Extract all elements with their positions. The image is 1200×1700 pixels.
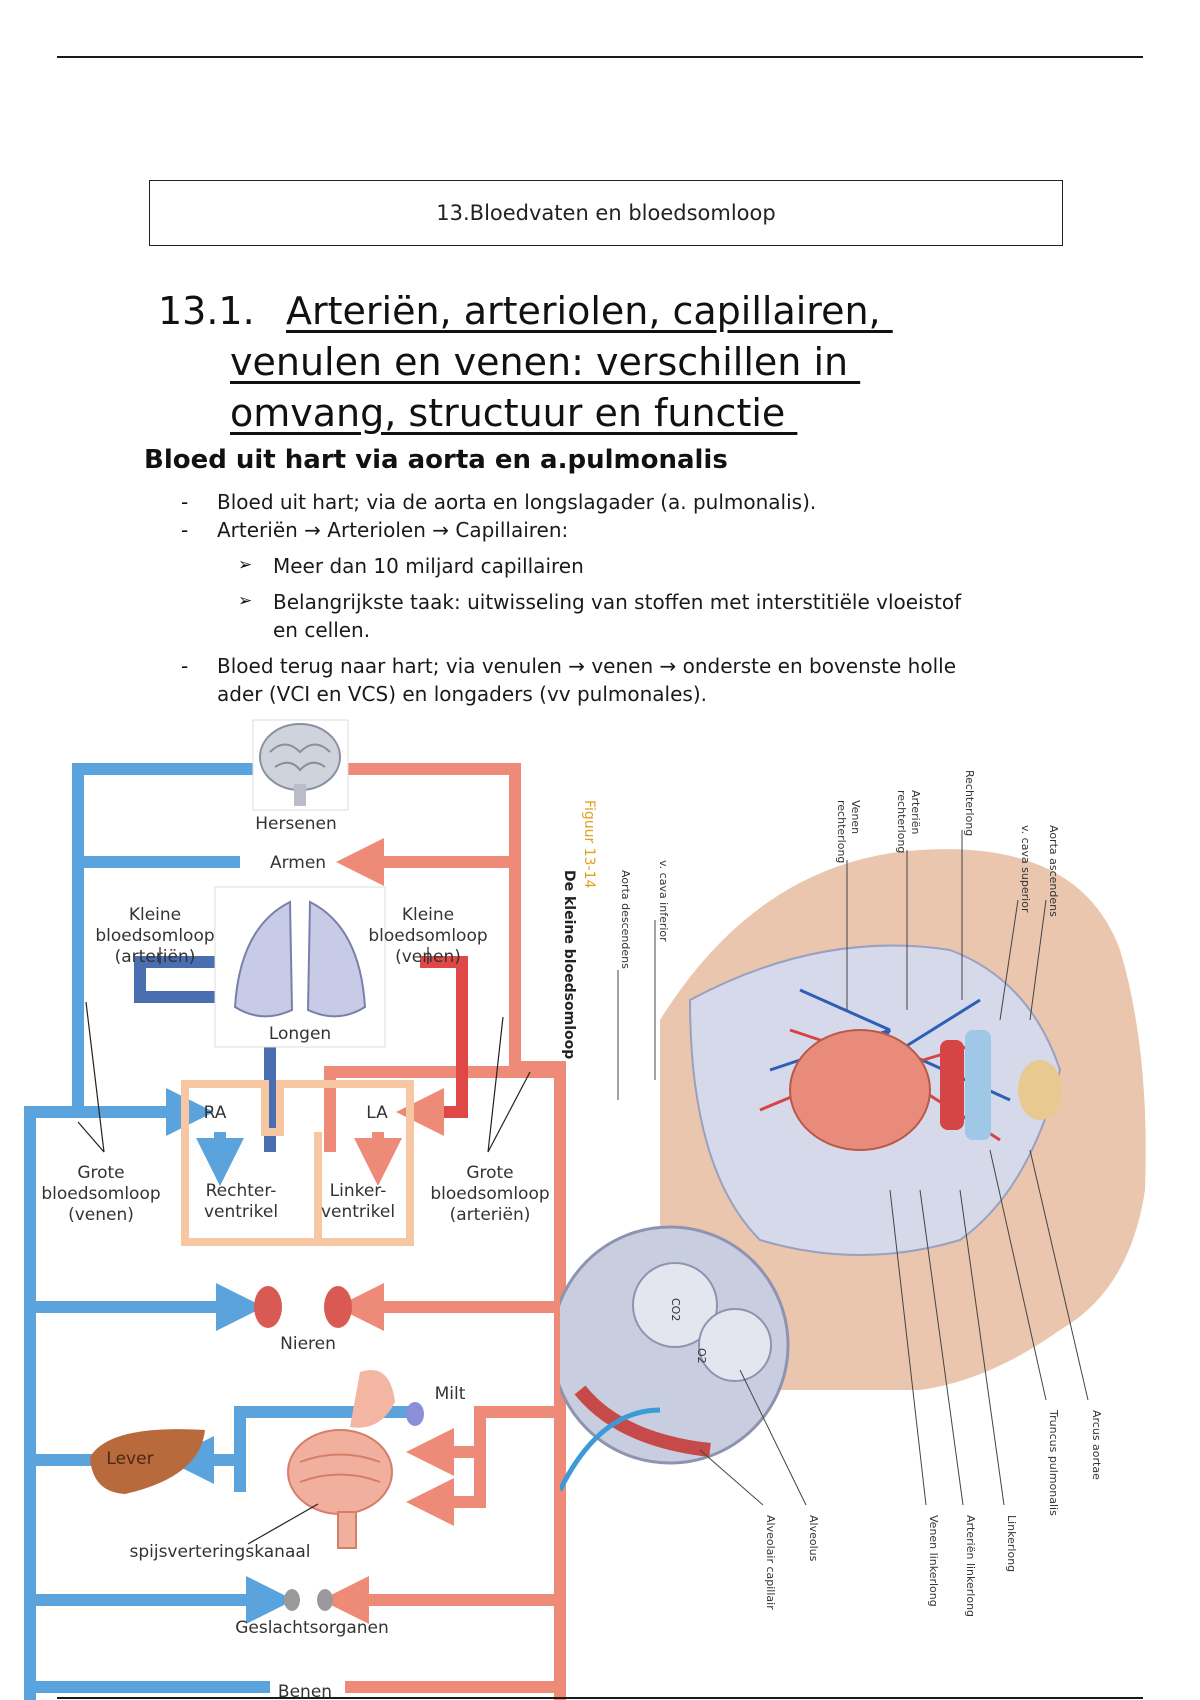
pulmonary-circulation-figure: Figuur 13-14 De kleine bloedsomloop v. c… (560, 770, 1146, 1617)
label-aorta-ascendens: Aorta ascendens (1047, 825, 1060, 917)
bullet-text-3b: ader (VCI en VCS) en longaders (vv pulmo… (217, 682, 707, 706)
kidneys-icon (30, 1283, 560, 1331)
label-la: LA (366, 1103, 388, 1123)
section-title-line-3: omvang, structuur en functie (230, 391, 798, 435)
lungs-icon (214, 886, 386, 1048)
arrow-bullet-icon: ➢ (238, 555, 253, 575)
label-venen-linkerlong: Venen linkerlong (927, 1515, 940, 1607)
label-arcus-aortae: Arcus aortae (1090, 1410, 1103, 1480)
label-venen-rechterlong-1: Venen (849, 800, 862, 834)
circulation-diagram: Hersenen Armen Kleine bloedsomloop (arte… (24, 719, 566, 1700)
section-title-line-1: Arteriën, arteriolen, capillairen, (286, 289, 893, 333)
sub-bullet-text-1: Meer dan 10 miljard capillairen (273, 554, 584, 578)
header-rule (57, 56, 1143, 58)
label-rechter-1: Rechter- (206, 1181, 277, 1201)
label-benen: Benen (278, 1682, 332, 1700)
label-kleine-right-2: bloedsomloop (368, 926, 487, 946)
label-nieren: Nieren (280, 1334, 336, 1354)
label-hersenen: Hersenen (255, 814, 337, 834)
label-rechter-2: ventrikel (204, 1202, 278, 1222)
bullet-text-3a: Bloed terug naar hart; via venulen → ven… (217, 654, 957, 678)
label-linker-2: ventrikel (321, 1202, 395, 1222)
label-linker-1: Linker- (330, 1181, 387, 1201)
label-kleine-left-1: Kleine (129, 905, 181, 925)
chapter-title: 13.Bloedvaten en bloedsomloop (436, 201, 776, 225)
label-v-cava-superior: v. cava superior (1019, 825, 1032, 913)
label-arterien-rechterlong-1: Arteriën (909, 790, 922, 834)
label-kleine-right-1: Kleine (402, 905, 454, 925)
label-milt: Milt (435, 1384, 466, 1404)
label-o2: O2 (695, 1348, 708, 1364)
bullet-text-2: Arteriën → Arteriolen → Capillairen: (217, 518, 569, 542)
label-alveolus: Alveolus (807, 1515, 820, 1562)
label-kleine-left-2: bloedsomloop (95, 926, 214, 946)
section-title-line-2: venulen en venen: verschillen in (230, 340, 861, 384)
label-rechterlong: Rechterlong (963, 770, 976, 836)
label-grote-left-1: Grote (77, 1163, 124, 1183)
chapter-title-box: 13.Bloedvaten en bloedsomloop (149, 180, 1063, 246)
label-grote-right-3: (arteriën) (450, 1205, 531, 1225)
label-alveolair-capillair: Alveolair capillair (764, 1515, 777, 1610)
brain-icon (252, 719, 349, 811)
label-truncus-pulmonalis: Truncus pulmonalis (1047, 1409, 1060, 1516)
sub-bullet-text-2b: en cellen. (273, 618, 371, 642)
label-aorta-descendens: Aorta descendens (619, 870, 632, 969)
heart-diagram (181, 1080, 414, 1246)
bullet-text-1: Bloed uit hart; via de aorta en longslag… (217, 490, 817, 514)
label-venen-rechterlong-2: rechterlong (835, 800, 848, 863)
label-v-cava-inferior: v. cava inferior (657, 860, 670, 942)
figure-title: De kleine bloedsomloop (561, 870, 577, 1059)
label-grote-left-2: bloedsomloop (41, 1184, 160, 1204)
label-arterien-linkerlong: Arteriën linkerlong (964, 1515, 977, 1617)
label-linkerlong: Linkerlong (1005, 1515, 1018, 1572)
label-geslachtsorganen: Geslachtsorganen (235, 1618, 389, 1638)
label-grote-left-3: (venen) (68, 1205, 134, 1225)
heart-anatomy (789, 1029, 931, 1151)
bullet-dash: - (181, 490, 189, 514)
section-number: 13.1. (158, 289, 255, 333)
bullet-dash: - (181, 518, 189, 542)
label-spijsverteringskanaal: spijsverteringskanaal (129, 1542, 310, 1562)
label-kleine-right-3: (venen) (395, 947, 461, 967)
label-ra: RA (204, 1103, 227, 1123)
label-grote-right-2: bloedsomloop (430, 1184, 549, 1204)
sub-bullet-text-2a: Belangrijkste taak: uitwisseling van sto… (273, 590, 962, 614)
label-longen: Longen (269, 1024, 331, 1044)
footer-rule (57, 1697, 1143, 1699)
label-armen: Armen (270, 853, 326, 873)
label-arterien-rechterlong-2: rechterlong (895, 790, 908, 853)
bullet-dash: - (181, 654, 189, 678)
digestive-organs-icon (30, 1370, 560, 1549)
reproductive-organs-icon (30, 1576, 560, 1693)
label-co2: CO2 (669, 1298, 682, 1321)
label-grote-right-1: Grote (466, 1163, 513, 1183)
label-kleine-left-3: (arteriën) (115, 947, 196, 967)
figure-label: Figuur 13-14 (581, 800, 597, 889)
label-lever: Lever (106, 1449, 153, 1469)
arrow-bullet-icon: ➢ (238, 591, 253, 611)
subheading: Bloed uit hart via aorta en a.pulmonalis (144, 445, 728, 475)
